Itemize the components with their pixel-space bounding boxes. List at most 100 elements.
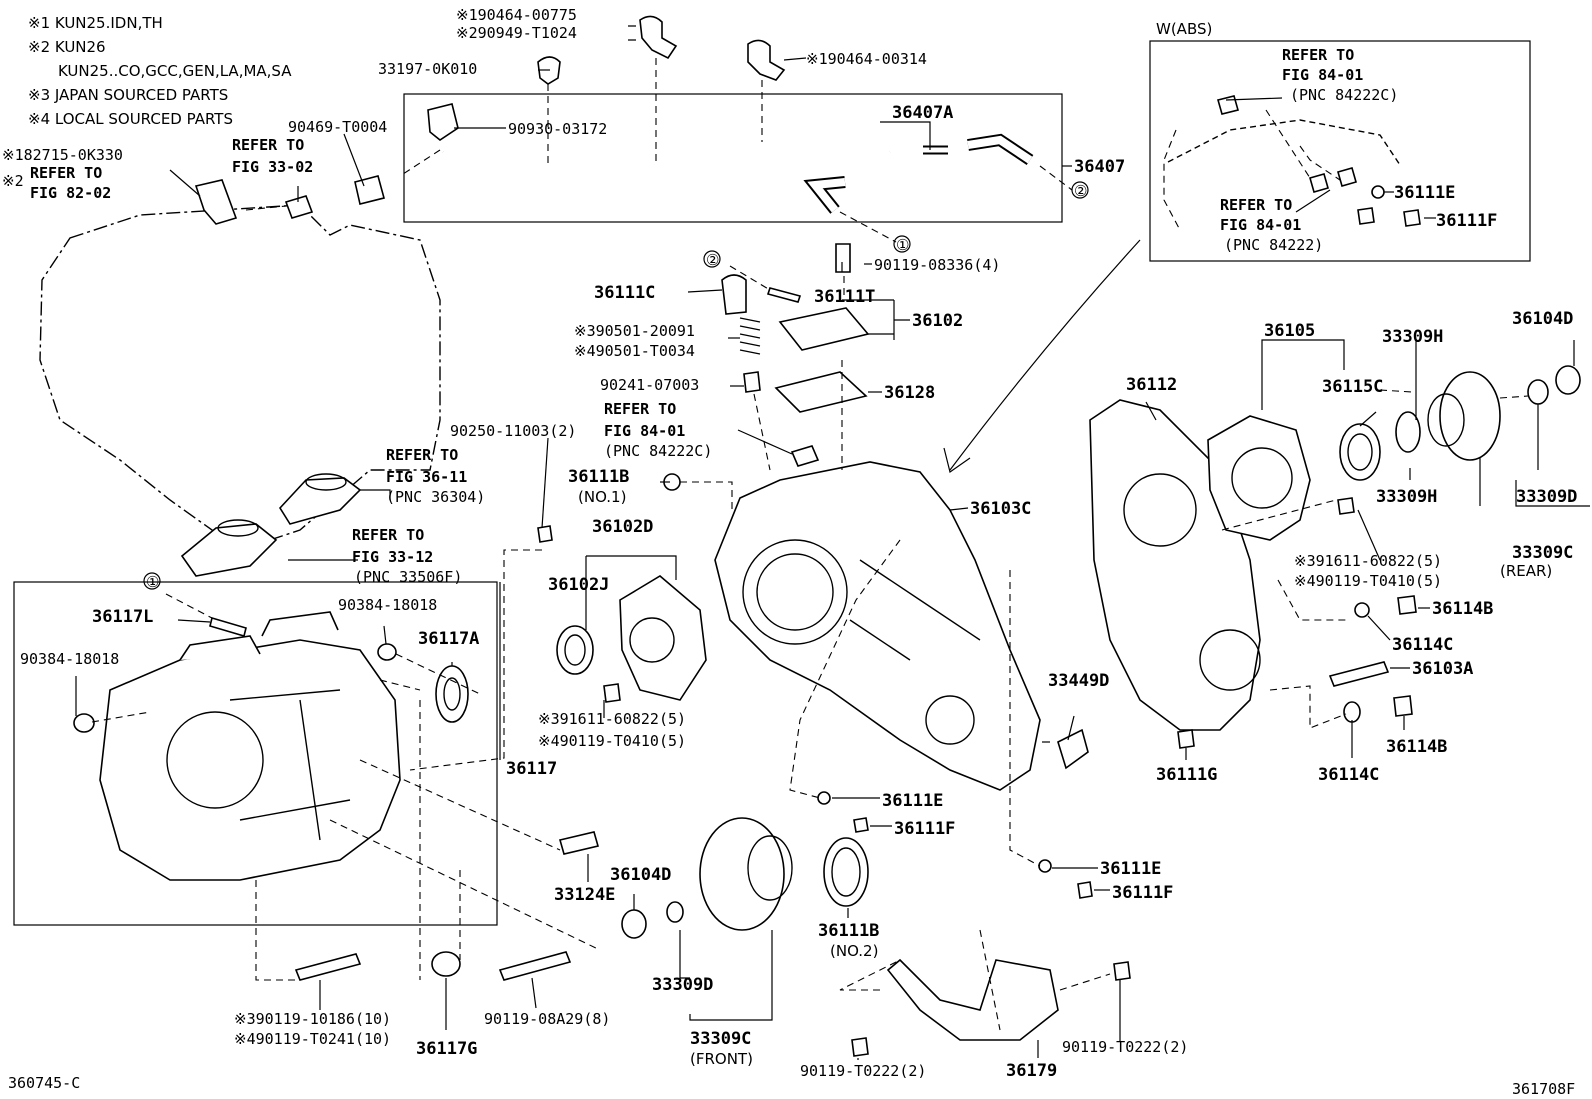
- front-case-rib: [229, 689, 351, 841]
- label-36105: 36105: [1264, 321, 1315, 341]
- bearing-36117A-inner: [443, 677, 461, 711]
- nut-36104D-icon: [1555, 365, 1581, 395]
- label-36114B-b: 36114B: [1386, 737, 1447, 757]
- refer-33-02-a: REFER TO: [232, 136, 304, 154]
- label-190464-00775: ※190464-00775: [456, 6, 577, 24]
- label-90119-08336: 90119-08336(4): [874, 256, 1000, 274]
- bolt-36111F-icon: [1077, 881, 1093, 899]
- label-36111B-no2: 36111B: [818, 921, 879, 941]
- seal-36115C-icon: [1339, 423, 1381, 481]
- label-36103C: 36103C: [970, 499, 1031, 519]
- center-case-36103C: [714, 461, 1041, 791]
- seal-36111B-icon: [823, 837, 869, 907]
- pin-36111G-icon: [1177, 729, 1195, 749]
- breather-33124E-icon: [559, 831, 599, 855]
- label-190464-00314: ※190464-00314: [806, 50, 927, 68]
- center-case-port: [925, 695, 975, 745]
- bracket-36179-icon: [886, 958, 1059, 1041]
- label-490501-T0034: ※490501-T0034: [574, 342, 695, 360]
- pin-36111T-icon: [766, 287, 802, 303]
- label-36112: 36112: [1126, 375, 1177, 395]
- retainer-36102J-icon: [619, 575, 707, 701]
- plug-36111E-icon: [817, 791, 831, 805]
- label-182715-0K330: ※182715-0K330: [2, 146, 123, 164]
- retainer-bore: [629, 617, 675, 663]
- front-case-tower-1: [179, 635, 261, 661]
- abs-plug-icon: [1309, 173, 1329, 193]
- label-33124E: 33124E: [554, 885, 615, 905]
- bracket-icon: [194, 179, 238, 225]
- figure-code-left: 360745-C: [8, 1074, 80, 1092]
- seal-36115C-inner: [1347, 433, 1373, 471]
- note-3: ※3 JAPAN SOURCED PARTS: [28, 86, 228, 104]
- label-wabs: W(ABS): [1156, 20, 1212, 38]
- seal-36111B-inner: [831, 847, 861, 897]
- extension-bore: [1231, 447, 1293, 509]
- label-33309H-b: 33309H: [1376, 487, 1437, 507]
- callout-arrowhead: [943, 447, 971, 473]
- part-labels: ※190464-00775 ※290949-T1024 33197-0K010 …: [2, 6, 1577, 1098]
- breather-plug-icon: [427, 103, 459, 141]
- sensor-icon: [790, 445, 820, 467]
- label-36111T: 36111T: [814, 287, 875, 307]
- label-36117A: 36117A: [418, 629, 479, 649]
- pin-90241-icon: [743, 371, 761, 393]
- circle-ref-2-pin: ②: [706, 251, 719, 269]
- label-390501-20091: ※390501-20091: [574, 322, 695, 340]
- cover-36102-icon: [778, 307, 870, 351]
- bolt-90119-08336-icon: [835, 243, 851, 273]
- bolt-90119-T0222-icon: [851, 1037, 869, 1057]
- plug-36111E-icon: [1038, 859, 1052, 873]
- label-no2: (NO.2): [830, 942, 878, 960]
- label-33197-0K010: 33197-0K010: [378, 60, 477, 78]
- label-490119-T0410-b: ※490119-T0410(5): [1294, 572, 1442, 590]
- label-rear: (REAR): [1500, 562, 1552, 580]
- circle-markers: [143, 181, 1089, 590]
- label-391611-60822-b: ※391611-60822(5): [1294, 552, 1442, 570]
- bolt-391611-icon: [1337, 497, 1355, 515]
- bolt-icon: [284, 195, 314, 219]
- bolt-391611-icon: [603, 683, 621, 703]
- label-36111F-c: 36111F: [1436, 211, 1497, 231]
- label-36111G: 36111G: [1156, 765, 1217, 785]
- washer-33309D-icon: [666, 901, 684, 923]
- label-90384-18018-b: 90384-18018: [20, 650, 119, 668]
- label-36114B-a: 36114B: [1432, 599, 1493, 619]
- label-33309C-b: 33309C: [1512, 543, 1573, 563]
- front-case-36117: [99, 639, 401, 881]
- hose-group-frame: [403, 93, 1063, 223]
- bearing-36117A-icon: [435, 665, 469, 723]
- clamp-bracket-icon: [354, 175, 385, 205]
- label-36115C: 36115C: [1322, 377, 1383, 397]
- refer-abs2-c: (PNC 84222): [1224, 236, 1323, 254]
- label-36111B-no1: 36111B: [568, 467, 629, 487]
- leader-lines: [75, 25, 1590, 1060]
- hose-36407-inner: [967, 135, 1033, 164]
- plug-90384-a-icon: [377, 643, 397, 661]
- refer-abs2-b: FIG 84-01: [1220, 216, 1301, 234]
- label-36114C-b: 36114C: [1318, 765, 1379, 785]
- shift-tower-icon: [180, 523, 278, 577]
- refer-36-11-c: (PNC 36304): [386, 488, 485, 506]
- gasket-36128-icon: [774, 371, 868, 413]
- shift-tower-icon: [278, 477, 362, 525]
- bolt-36111F-icon: [853, 817, 869, 833]
- label-36117G: 36117G: [416, 1039, 477, 1059]
- center-case-bore: [742, 539, 848, 645]
- breather-hose-inner: [441, 149, 891, 204]
- label-36407: 36407: [1074, 157, 1125, 177]
- bolt-36103A-icon: [1328, 661, 1390, 687]
- transmission-outline: [39, 204, 441, 551]
- washer-33309D-icon: [1527, 379, 1549, 405]
- shift-tower-top: [305, 473, 347, 491]
- label-36128: 36128: [884, 383, 935, 403]
- figure-code-right: 361708F: [1512, 1080, 1575, 1098]
- label-36111F-a: 36111F: [894, 819, 955, 839]
- plug-36111C-icon: [721, 274, 747, 315]
- label-no1: (NO.1): [578, 488, 626, 506]
- abs-bolt-36111F-icon: [1403, 209, 1421, 227]
- nut-36104D-icon: [621, 909, 647, 939]
- label-36114C-a: 36114C: [1392, 635, 1453, 655]
- note-4: ※4 LOCAL SOURCED PARTS: [28, 110, 233, 128]
